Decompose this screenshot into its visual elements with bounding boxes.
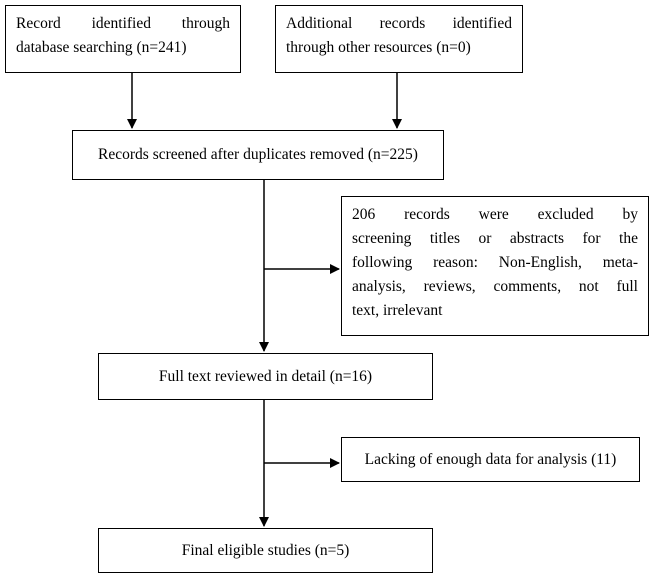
screened-box: Records screened after duplicates remove… — [72, 130, 444, 180]
database-search-line-1: Record identified through — [16, 15, 230, 32]
full-text-text: Full text reviewed in detail (n=16) — [158, 367, 373, 385]
other-sources-line-1: Additional records identified — [286, 15, 512, 32]
final-text: Final eligible studies (n=5) — [181, 541, 350, 559]
excluded-screening-box: 206 records were excluded by screening t… — [341, 196, 649, 336]
screened-text: Records screened after duplicates remove… — [98, 146, 418, 163]
full-text-box: Full text reviewed in detail (n=16) — [98, 353, 433, 400]
database-search-box: Record identified through database searc… — [5, 5, 241, 73]
final-box: Final eligible studies (n=5) — [98, 528, 433, 573]
database-search-line-2: database searching (n=241) — [16, 39, 187, 56]
excluded-screening-line-1: 206 records were excluded by — [352, 206, 638, 223]
excluded-screening-line-5: text, irrelevant — [352, 302, 443, 319]
excluded-screening-line-2: screening titles or abstracts for the — [352, 230, 638, 247]
other-sources-line-2: through other resources (n=0) — [286, 39, 471, 56]
excluded-screening-line-4: analysis, reviews, comments, not full — [352, 278, 638, 295]
lacking-data-box: Lacking of enough data for analysis (11) — [341, 437, 640, 482]
other-sources-box: Additional records identified through ot… — [275, 5, 523, 73]
lacking-data-text: Lacking of enough data for analysis (11) — [364, 450, 617, 468]
excluded-screening-line-3: following reason: Non-English, meta- — [352, 254, 638, 271]
